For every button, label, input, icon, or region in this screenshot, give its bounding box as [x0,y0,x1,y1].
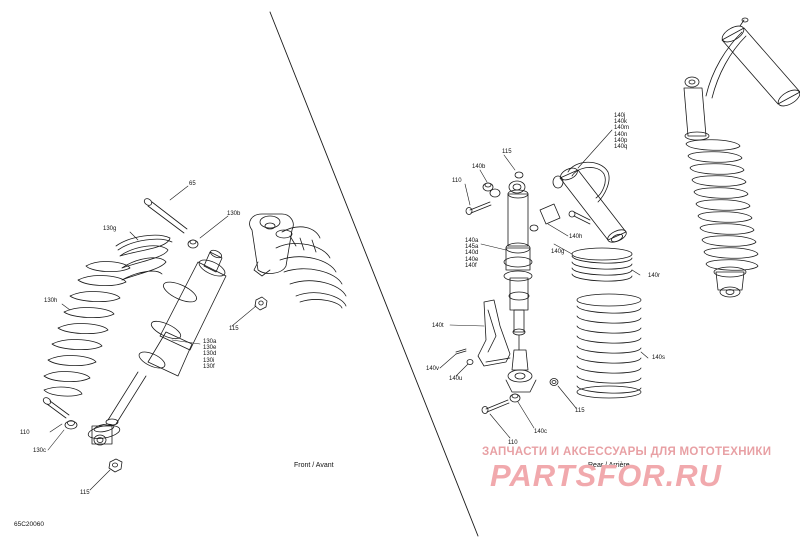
section-divider [269,11,479,537]
rear-damper-body [503,180,537,393]
label-140b: 140b [472,164,486,170]
label-130b: 130b [227,211,241,217]
front-bolt-65 [143,198,188,234]
label-130g: 130g [103,226,117,232]
label-140g: 140g [551,249,565,255]
rear-spring-140s [576,293,642,399]
label-140r: 140r [648,273,661,279]
front-spring-130h [43,261,131,397]
caption-rear: Rear / Arrière [588,462,630,469]
rear-bracket-140t [477,299,511,367]
rear-reservoir [529,161,627,243]
label-115-rear-lower: 115 [575,408,585,414]
front-nut-115-lower [108,458,123,473]
rear-bushing-140b [482,182,501,198]
watermark-tagline: ЗАПЧАСТИ И АКСЕССУАРЫ ДЛЯ МОТОТЕХНИКИ [482,446,772,458]
label-130c: 130c [33,448,47,454]
label-140h: 140h [569,234,583,240]
label-110-rear-top: 110 [452,178,462,184]
label-140t: 140t [432,323,444,329]
label-stack-140-mid: 140a 145a 140d 140e 140f [465,238,479,269]
front-bushing-130c [64,420,78,430]
front-bolt-110 [42,397,70,419]
front-nut-115-upper [254,296,268,311]
label-140v: 140v [426,366,440,372]
front-shock-assembled [249,213,347,309]
rear-bolt-110-top [465,201,492,215]
label-115-front-upper: 115 [229,326,239,332]
rear-washer-115-top [514,171,524,179]
leader-lines [47,129,649,491]
label-140u: 140u [449,376,463,382]
label-115-rear-top: 115 [502,149,512,155]
label-140c: 140c [534,429,548,435]
rear-bolt-110-lower [481,399,510,414]
rear-pin-140v [455,348,467,355]
diagram-id: 65C20060 [14,521,44,528]
front-spring-130g [115,234,173,281]
caption-front: Front / Avant [294,462,334,469]
label-140s: 140s [652,355,666,361]
rear-spring-140r [571,247,633,282]
front-bushing-130b [187,239,199,249]
label-130h: 130h [44,298,58,304]
watermark-logo: PARTSFOR.RU [490,458,723,493]
label-115-front-lower: 115 [80,490,90,496]
rear-washer-140u [466,359,474,365]
label-65: 65 [189,181,196,187]
label-110-front: 110 [20,430,30,436]
front-damper-body [87,249,227,446]
rear-washer-115-lower [549,378,559,386]
label-stack-130: 130a 130e 130d 130i 130f [203,339,217,370]
label-stack-140-top: 140j 140k 140m 140n 140p 140q [614,113,630,151]
rear-shock-assembled [683,17,800,298]
label-110-rear-lower: 110 [508,440,518,446]
rear-bushing-140c [509,393,521,403]
